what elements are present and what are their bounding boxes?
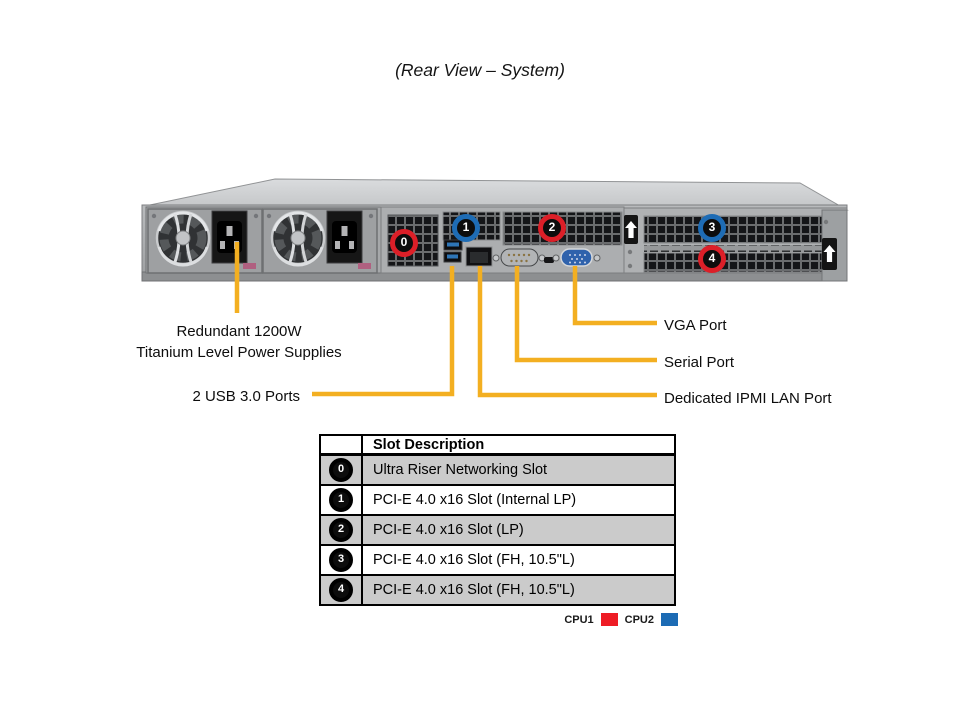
slot-divider-vents — [644, 245, 838, 252]
table-marker-0: 0 — [329, 458, 353, 482]
table-cell-desc: Ultra Riser Networking Slot — [361, 453, 676, 486]
table-row: 4 PCI-E 4.0 x16 Slot (FH, 10.5"L) — [319, 574, 676, 606]
callout-line-usb — [312, 266, 455, 397]
server-rear-illustration — [141, 178, 849, 398]
slot-marker-1: 1 — [452, 214, 480, 242]
serial-callout-label: Serial Port — [664, 354, 735, 371]
slot-description-table: Slot Description 0 Ultra Riser Networkin… — [319, 434, 676, 606]
table-marker-2: 2 — [329, 518, 353, 542]
psu-callout-label: Redundant 1200W Titanium Level Power Sup… — [118, 321, 360, 363]
slot-marker-4: 4 — [698, 245, 726, 273]
ipmi-lan-port — [465, 246, 493, 267]
psu-callout-line1: Redundant 1200W — [176, 323, 302, 340]
table-cell-desc: PCI-E 4.0 x16 Slot (Internal LP) — [361, 484, 676, 516]
table-marker-4: 4 — [329, 578, 353, 602]
table-marker-1: 1 — [329, 488, 353, 512]
table-header-row: Slot Description — [319, 434, 676, 456]
table-header-slot-description: Slot Description — [361, 434, 676, 456]
table-row: 3 PCI-E 4.0 x16 Slot (FH, 10.5"L) — [319, 544, 676, 576]
legend-cpu1-swatch — [600, 613, 618, 626]
vga-callout-label: VGA Port — [664, 317, 727, 334]
usb-callout-label: 2 USB 3.0 Ports — [192, 388, 300, 405]
callout-lines — [234, 242, 657, 398]
aux-port — [544, 257, 554, 263]
table-cell-desc: PCI-E 4.0 x16 Slot (LP) — [361, 514, 676, 546]
table-row: 0 Ultra Riser Networking Slot — [319, 453, 676, 486]
psu-callout-line2: Titanium Level Power Supplies — [136, 344, 342, 361]
callout-line-vga — [572, 266, 657, 326]
ipmi-callout-label: Dedicated IPMI LAN Port — [664, 390, 832, 407]
psu-module-2 — [263, 209, 377, 273]
power-supply-bay — [145, 206, 382, 273]
slot-marker-0: 0 — [390, 229, 418, 257]
callout-line-ipmi — [477, 266, 657, 398]
table-cell-desc: PCI-E 4.0 x16 Slot (FH, 10.5"L) — [361, 574, 676, 606]
table-marker-3: 3 — [329, 548, 353, 572]
usb-ports — [443, 239, 463, 263]
vga-port — [552, 248, 601, 267]
legend-cpu2-swatch — [661, 613, 678, 626]
slot-marker-3: 3 — [698, 214, 726, 242]
table-row: 1 PCI-E 4.0 x16 Slot (Internal LP) — [319, 484, 676, 516]
table-cell-desc: PCI-E 4.0 x16 Slot (FH, 10.5"L) — [361, 544, 676, 576]
callout-line-serial — [514, 266, 657, 363]
expansion-slot-section — [623, 207, 848, 282]
slot-marker-2: 2 — [538, 214, 566, 242]
page-title: (Rear View – System) — [395, 60, 565, 80]
psu-module-1 — [148, 209, 262, 273]
legend-cpu1-label: CPU1 — [564, 613, 594, 626]
table-row: 2 PCI-E 4.0 x16 Slot (LP) — [319, 514, 676, 546]
cpu-legend: CPU1 CPU2 — [420, 613, 678, 626]
legend-cpu2-label: CPU2 — [624, 613, 654, 626]
slot4-grille — [643, 252, 839, 273]
slot3-grille — [643, 215, 823, 244]
serial-port — [492, 248, 546, 267]
table-header-empty — [319, 434, 363, 456]
